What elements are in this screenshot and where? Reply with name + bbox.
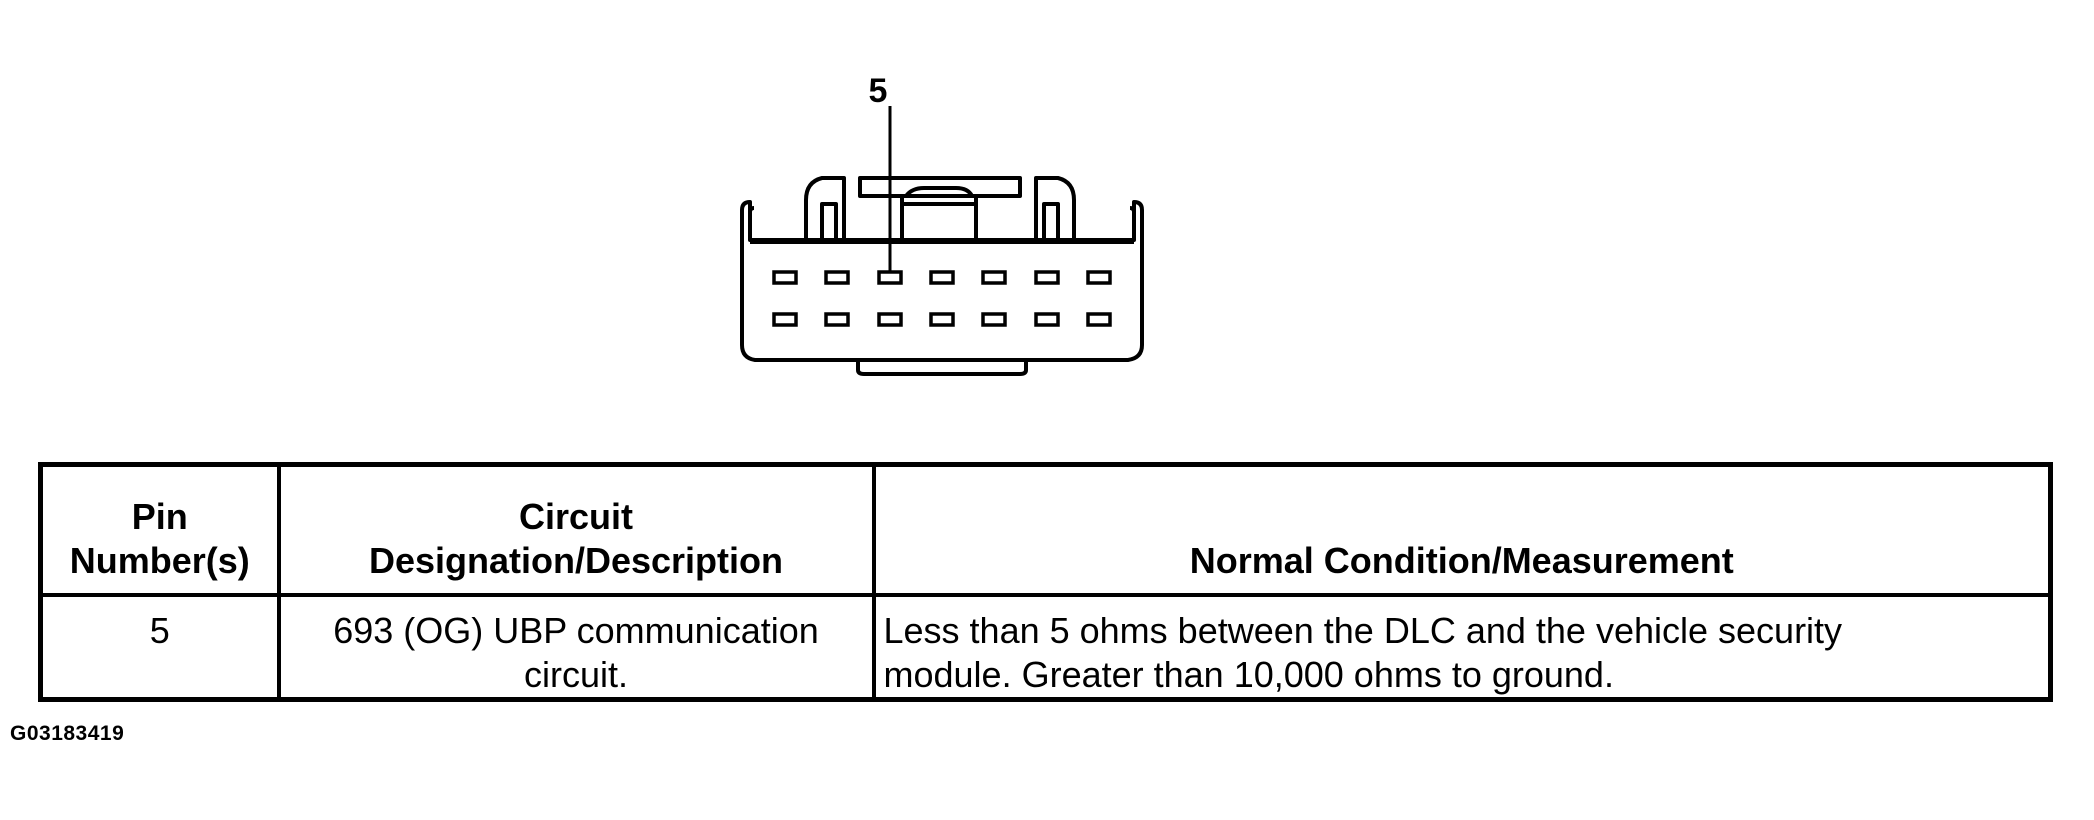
pin-cavity: [824, 270, 850, 285]
cell-normal-condition: Less than 5 ohms between the DLC and the…: [871, 593, 2053, 702]
pin-cavity: [981, 312, 1007, 327]
pin-cavity: [1086, 312, 1112, 327]
table-header-row: Pin Number(s) Circuit Designation/Descri…: [38, 462, 2053, 597]
pin-cavity: [824, 312, 850, 327]
connector-diagram: 5: [740, 72, 1144, 376]
pin-cavities: [772, 270, 1112, 327]
pin-cavity: [772, 270, 798, 285]
header-normal-condition: Normal Condition/Measurement: [871, 462, 2053, 597]
header-circuit-designation: Circuit Designation/Description: [276, 462, 876, 597]
pin-cavity: [929, 312, 955, 327]
pin-table: Pin Number(s) Circuit Designation/Descri…: [38, 462, 2053, 702]
pin-cavity: [772, 312, 798, 327]
pin-cavity: [877, 312, 903, 327]
pin-cavity: [1034, 312, 1060, 327]
cell-circuit-description: 693 (OG) UBP communication circuit.: [276, 593, 876, 702]
pin-cavity: [1034, 270, 1060, 285]
connector-housing: [740, 176, 1144, 376]
table-row: 5 693 (OG) UBP communication circuit. Le…: [38, 593, 2053, 702]
cell-pin-number: 5: [38, 593, 281, 702]
pin-cavity: [929, 270, 955, 285]
pin-cavity: [981, 270, 1007, 285]
header-pin-number: Pin Number(s): [38, 462, 281, 597]
pin-cavity-5: [877, 270, 903, 285]
pin-callout-label: 5: [869, 72, 888, 110]
pin-cavity: [1086, 270, 1112, 285]
figure-id: G03183419: [10, 722, 125, 745]
